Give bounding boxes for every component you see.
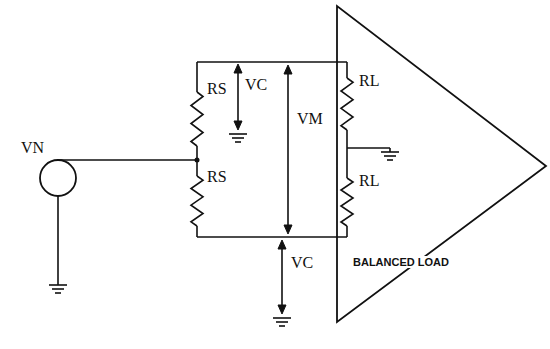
component-label: RL xyxy=(358,172,380,190)
wire xyxy=(196,226,198,237)
wire xyxy=(196,62,198,92)
wire xyxy=(197,61,347,63)
resistor-symbol xyxy=(191,92,203,146)
wire xyxy=(346,62,348,78)
ground-symbol xyxy=(387,159,393,161)
ground-symbol xyxy=(279,325,285,327)
load-label: BALANCED LOAD xyxy=(352,256,450,268)
arrow-head xyxy=(284,65,292,74)
component-label: RL xyxy=(358,72,380,90)
signal-label: VN xyxy=(20,139,45,157)
wire xyxy=(58,159,197,161)
resistor-symbol xyxy=(341,78,353,130)
ground-symbol xyxy=(381,151,399,153)
ground-symbol xyxy=(276,321,288,323)
wire xyxy=(347,147,390,149)
ground-symbol xyxy=(273,317,291,319)
ground-symbol xyxy=(229,133,247,135)
wire xyxy=(197,236,347,238)
ground-symbol xyxy=(55,292,61,294)
wire xyxy=(57,196,59,285)
amplifier-triangle xyxy=(337,6,546,322)
source-symbol xyxy=(40,160,76,196)
arrow-head xyxy=(278,305,286,314)
voltage-arrow xyxy=(287,69,289,230)
ground-symbol xyxy=(235,141,241,143)
ground-symbol xyxy=(49,284,67,286)
resistor-symbol xyxy=(341,178,353,226)
arrow-head xyxy=(234,64,242,73)
signal-label: VM xyxy=(296,110,324,128)
resistor-symbol xyxy=(191,176,203,226)
arrow-head xyxy=(278,240,286,249)
signal-label: VC xyxy=(290,254,314,272)
wire xyxy=(346,130,348,178)
arrow-head xyxy=(234,121,242,130)
component-label: RS xyxy=(206,168,228,186)
ground-symbol xyxy=(384,155,396,157)
ground-symbol xyxy=(52,288,64,290)
voltage-arrow xyxy=(237,68,239,126)
voltage-arrow xyxy=(281,244,283,310)
arrow-head xyxy=(284,225,292,234)
component-label: RS xyxy=(206,80,228,98)
ground-symbol xyxy=(232,137,244,139)
signal-label: VC xyxy=(244,76,268,94)
wire xyxy=(346,226,348,237)
